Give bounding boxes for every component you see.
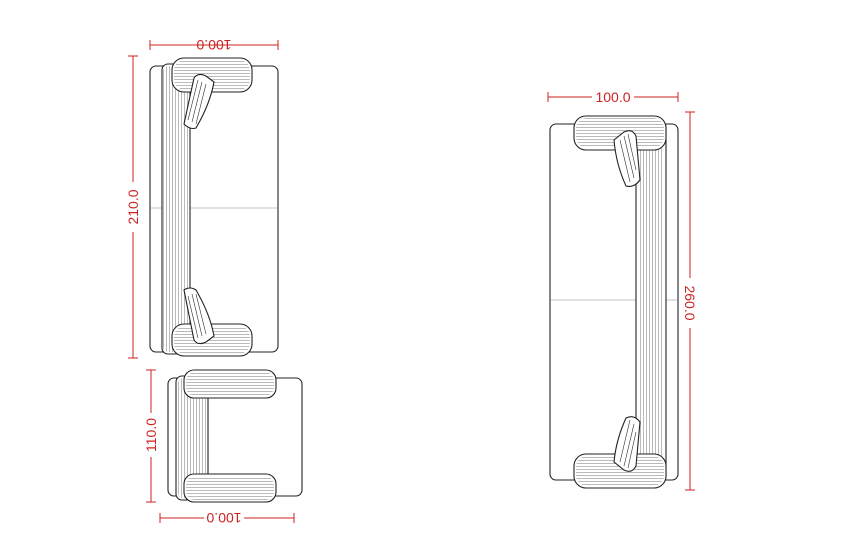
dimension-label-length: 110.0 — [143, 418, 159, 452]
armchair: 110.0 100.0 — [143, 369, 303, 526]
sofa-3-seat: 100.0 210.0 — [125, 37, 279, 359]
dimension-label-length: 210.0 — [125, 189, 141, 224]
dimension-label-length: 260.0 — [682, 285, 698, 320]
pillow-top — [613, 130, 641, 187]
pillow-bottom — [613, 416, 641, 472]
sofa-4-seat: 100.0 260.0 — [547, 89, 698, 491]
dimension-width-210 — [149, 40, 279, 50]
dimension-label-width: 100.0 — [206, 510, 241, 526]
pillow-bottom — [183, 287, 215, 345]
pillow-top — [183, 73, 215, 130]
dimension-label-width: 100.0 — [196, 37, 231, 53]
dimension-label-width: 100.0 — [595, 89, 630, 105]
